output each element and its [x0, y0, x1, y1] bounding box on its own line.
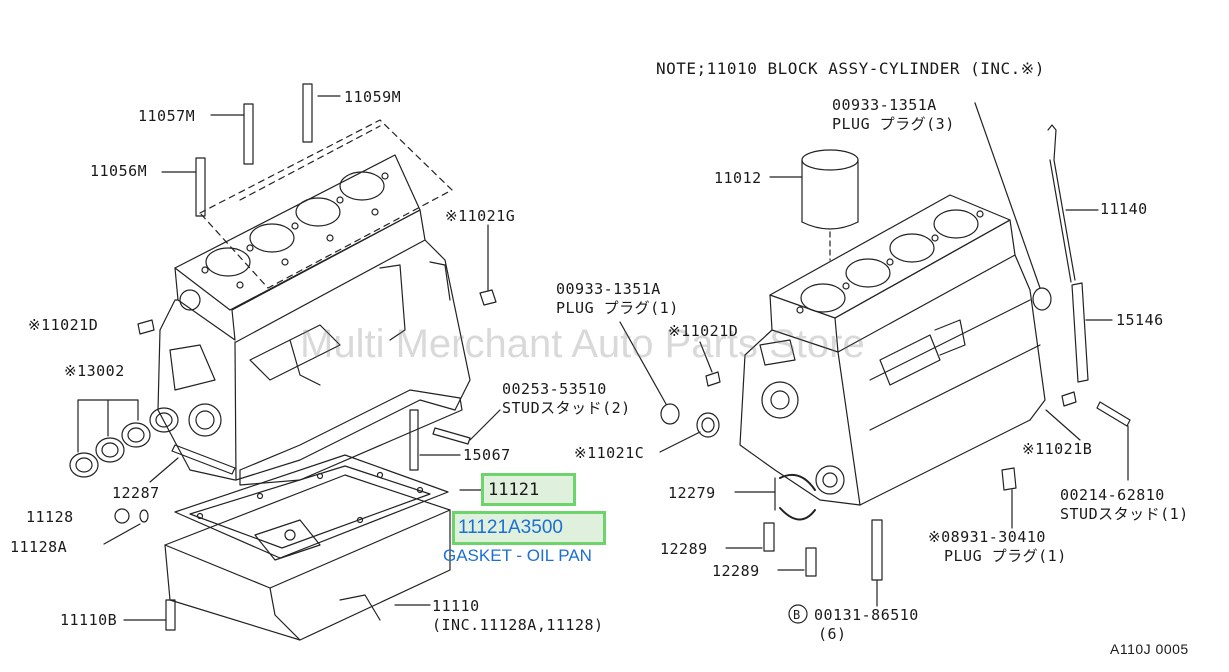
part-number-highlight[interactable]: [481, 473, 576, 506]
label-00933-mid-desc: PLUG プラグ(1): [556, 299, 679, 317]
head-studs: [161, 83, 341, 217]
label-11057m[interactable]: 11057M: [138, 107, 196, 125]
selected-part-description: GASKET - OIL PAN: [443, 546, 592, 565]
label-11021d-right[interactable]: ※11021D: [668, 322, 739, 340]
label-11110-inc: (INC.11128A,11128): [432, 616, 604, 634]
label-00131-number[interactable]: 00131-86510: [814, 606, 919, 624]
label-00131-qty: (6): [818, 625, 847, 643]
label-11110b[interactable]: 11110B: [60, 611, 118, 629]
label-08931-desc: PLUG プラグ(1): [944, 547, 1067, 565]
dipstick: [1047, 124, 1099, 283]
label-11056m[interactable]: 11056M: [90, 162, 148, 180]
label-12287[interactable]: 12287: [112, 484, 160, 502]
cam-bushings: [69, 399, 179, 478]
dipstick-tube: [1071, 282, 1113, 383]
label-11140[interactable]: 11140: [1100, 200, 1148, 218]
label-12289-b[interactable]: 12289: [712, 562, 760, 580]
label-11021d-left[interactable]: ※11021D: [28, 316, 99, 334]
label-08931-number[interactable]: ※08931-30410: [928, 528, 1046, 546]
part-number-11121[interactable]: 11121: [488, 480, 540, 500]
note-text: NOTE;11010 BLOCK ASSY-CYLINDER (INC.※): [656, 59, 1045, 78]
label-00933-top-desc: PLUG プラグ(3): [832, 115, 955, 133]
label-15146[interactable]: 15146: [1116, 311, 1164, 329]
label-13002[interactable]: ※13002: [64, 362, 125, 380]
label-12279[interactable]: 12279: [668, 484, 716, 502]
label-00933-mid-number[interactable]: 00933-1351A: [556, 280, 661, 298]
label-00253-number[interactable]: 00253-53510: [502, 380, 607, 398]
label-00214-desc: STUDスタッド(1): [1060, 505, 1189, 523]
label-11012[interactable]: 11012: [714, 169, 762, 187]
right-cylinder-block: [739, 194, 1046, 506]
left-cylinder-block: [157, 119, 471, 486]
label-00253-desc: STUDスタッド(2): [502, 399, 631, 417]
label-15067[interactable]: 15067: [463, 446, 511, 464]
selected-part-highlight[interactable]: [452, 511, 606, 545]
label-11021g[interactable]: ※11021G: [445, 207, 516, 225]
oil-pan: [164, 474, 451, 641]
label-11059m[interactable]: 11059M: [344, 88, 402, 106]
label-00214-number[interactable]: 00214-62810: [1060, 486, 1165, 504]
label-11110[interactable]: 11110: [432, 597, 480, 615]
label-11021b[interactable]: ※11021B: [1022, 440, 1093, 458]
cylinder-liner: [769, 149, 859, 261]
oil-pan-gasket: [174, 454, 487, 559]
label-00131-circle-mark: B: [793, 608, 801, 622]
label-00933-top-number[interactable]: 00933-1351A: [832, 96, 937, 114]
label-11128[interactable]: 11128: [26, 508, 74, 526]
selected-part-number[interactable]: 11121A3500: [458, 517, 563, 538]
watermark: Multi Merchant Auto Parts Store: [300, 322, 865, 366]
footer-code: A110J 0005: [1110, 641, 1189, 657]
label-11128a[interactable]: 11128A: [10, 538, 68, 556]
label-12289-a[interactable]: 12289: [660, 540, 708, 558]
label-11021c[interactable]: ※11021C: [574, 444, 645, 462]
